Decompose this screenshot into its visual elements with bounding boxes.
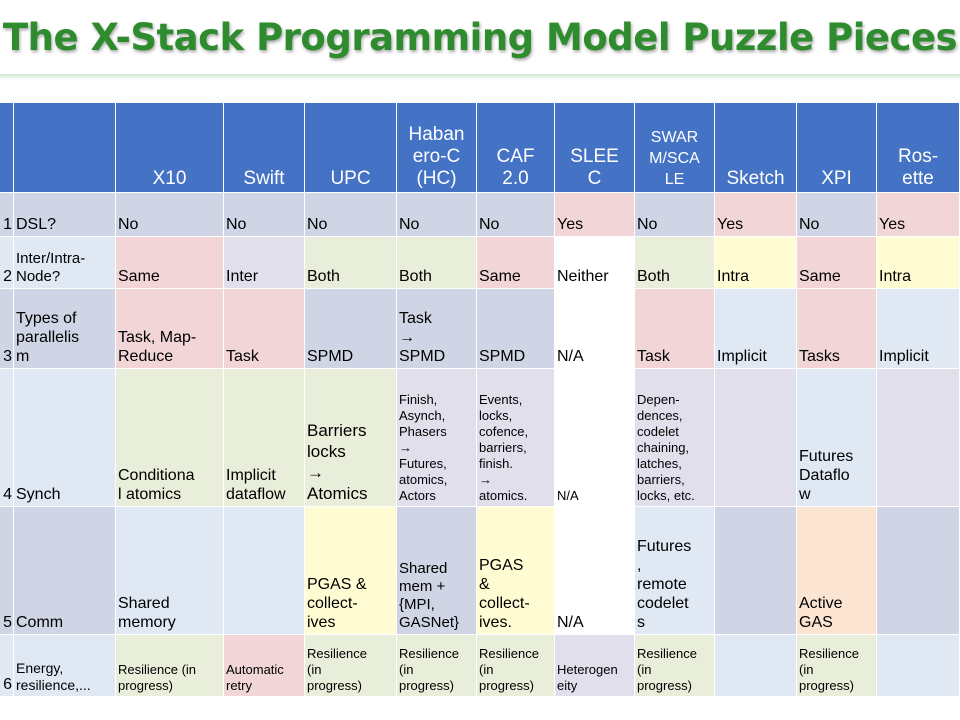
- cell-rosette: Implicit: [877, 289, 960, 369]
- row-number: 5: [0, 507, 14, 635]
- header-cell-feature: [14, 103, 116, 193]
- cell-habanero-c: Task → SPMD: [397, 289, 477, 369]
- cell-sketch: [715, 635, 797, 696]
- cell-swift: Task: [224, 289, 305, 369]
- cell-habanero-c: Shared mem + {MPI, GASNet}: [397, 507, 477, 635]
- cell-caf: No: [477, 193, 555, 237]
- row-number: 4: [0, 369, 14, 507]
- cell-sleec: N/A: [555, 507, 635, 635]
- cell-swift: Inter: [224, 237, 305, 289]
- cell-xpi: Same: [797, 237, 877, 289]
- cell-x10: Task, Map- Reduce: [116, 289, 224, 369]
- cell-x10: No: [116, 193, 224, 237]
- header-sketch: Sketch: [715, 103, 797, 193]
- header-upc: UPC: [305, 103, 397, 193]
- cell-habanero-c: Finish, Asynch, Phasers → Futures, atomi…: [397, 369, 477, 507]
- cell-xpi: No: [797, 193, 877, 237]
- cell-upc: No: [305, 193, 397, 237]
- cell-sketch: [715, 507, 797, 635]
- cell-swift: [224, 507, 305, 635]
- cell-caf: Events, locks, cofence, barriers, finish…: [477, 369, 555, 507]
- cell-rosette: Yes: [877, 193, 960, 237]
- row-number: 3: [0, 289, 14, 369]
- header-swift: Swift: [224, 103, 305, 193]
- row-label: Comm: [14, 507, 116, 635]
- cell-habanero-c: Resilience (in progress): [397, 635, 477, 696]
- comparison-table: X10 Swift UPC Haban ero-C (HC) CAF 2.0 S…: [0, 103, 960, 696]
- cell-xpi: Tasks: [797, 289, 877, 369]
- row-label: Synch: [14, 369, 116, 507]
- cell-swift: Implicit dataflow: [224, 369, 305, 507]
- cell-upc: Resilience (in progress): [305, 635, 397, 696]
- cell-sleec: Neither: [555, 237, 635, 289]
- row-label: Types of parallelis m: [14, 289, 116, 369]
- header-rosette: Ros- ette: [877, 103, 960, 193]
- cell-rosette: [877, 369, 960, 507]
- cell-upc: PGAS & collect- ives: [305, 507, 397, 635]
- cell-sketch: Implicit: [715, 289, 797, 369]
- cell-swarm-scale: Resilience (in progress): [635, 635, 715, 696]
- cell-swarm-scale: Futures , remote codelet s: [635, 507, 715, 635]
- cell-upc: SPMD: [305, 289, 397, 369]
- cell-caf: SPMD: [477, 289, 555, 369]
- cell-xpi: Futures Dataflo w: [797, 369, 877, 507]
- cell-sleec: Heterogen eity: [555, 635, 635, 696]
- cell-swarm-scale: Both: [635, 237, 715, 289]
- cell-sleec: N/A: [555, 369, 635, 507]
- header-swarm-scale: SWAR M/SCA LE: [635, 103, 715, 193]
- header-cell-index: [0, 103, 14, 193]
- header-x10: X10: [116, 103, 224, 193]
- cell-swarm-scale: Depen- dences, codelet chaining, latches…: [635, 369, 715, 507]
- header-habanero-c: Haban ero-C (HC): [397, 103, 477, 193]
- cell-sketch: Intra: [715, 237, 797, 289]
- cell-sleec: Yes: [555, 193, 635, 237]
- cell-x10: Same: [116, 237, 224, 289]
- cell-sketch: [715, 369, 797, 507]
- row-label: Energy, resilience,...: [14, 635, 116, 696]
- cell-swarm-scale: Task: [635, 289, 715, 369]
- cell-xpi: Active GAS: [797, 507, 877, 635]
- header-caf: CAF 2.0: [477, 103, 555, 193]
- cell-swift: No: [224, 193, 305, 237]
- cell-swarm-scale: No: [635, 193, 715, 237]
- row-label: Inter/Intra- Node?: [14, 237, 116, 289]
- row-number: 2: [0, 237, 14, 289]
- title-divider: [0, 74, 960, 80]
- cell-x10: Conditiona l atomics: [116, 369, 224, 507]
- row-number: 1: [0, 193, 14, 237]
- cell-x10: Resilience (in progress): [116, 635, 224, 696]
- cell-swift: Automatic retry: [224, 635, 305, 696]
- cell-caf: Same: [477, 237, 555, 289]
- cell-sketch: Yes: [715, 193, 797, 237]
- cell-upc: Both: [305, 237, 397, 289]
- cell-rosette: Intra: [877, 237, 960, 289]
- cell-rosette: [877, 507, 960, 635]
- cell-habanero-c: No: [397, 193, 477, 237]
- cell-habanero-c: Both: [397, 237, 477, 289]
- cell-x10: Shared memory: [116, 507, 224, 635]
- cell-upc: Barriers locks → Atomics: [305, 369, 397, 507]
- cell-sleec: N/A: [555, 289, 635, 369]
- row-label: DSL?: [14, 193, 116, 237]
- cell-caf: PGAS & collect- ives.: [477, 507, 555, 635]
- slide-title: The X-Stack Programming Model Puzzle Pie…: [2, 16, 958, 59]
- row-number: 6: [0, 635, 14, 696]
- cell-rosette: [877, 635, 960, 696]
- header-xpi: XPI: [797, 103, 877, 193]
- header-sleec: SLEE C: [555, 103, 635, 193]
- cell-caf: Resilience (in progress): [477, 635, 555, 696]
- cell-xpi: Resilience (in progress): [797, 635, 877, 696]
